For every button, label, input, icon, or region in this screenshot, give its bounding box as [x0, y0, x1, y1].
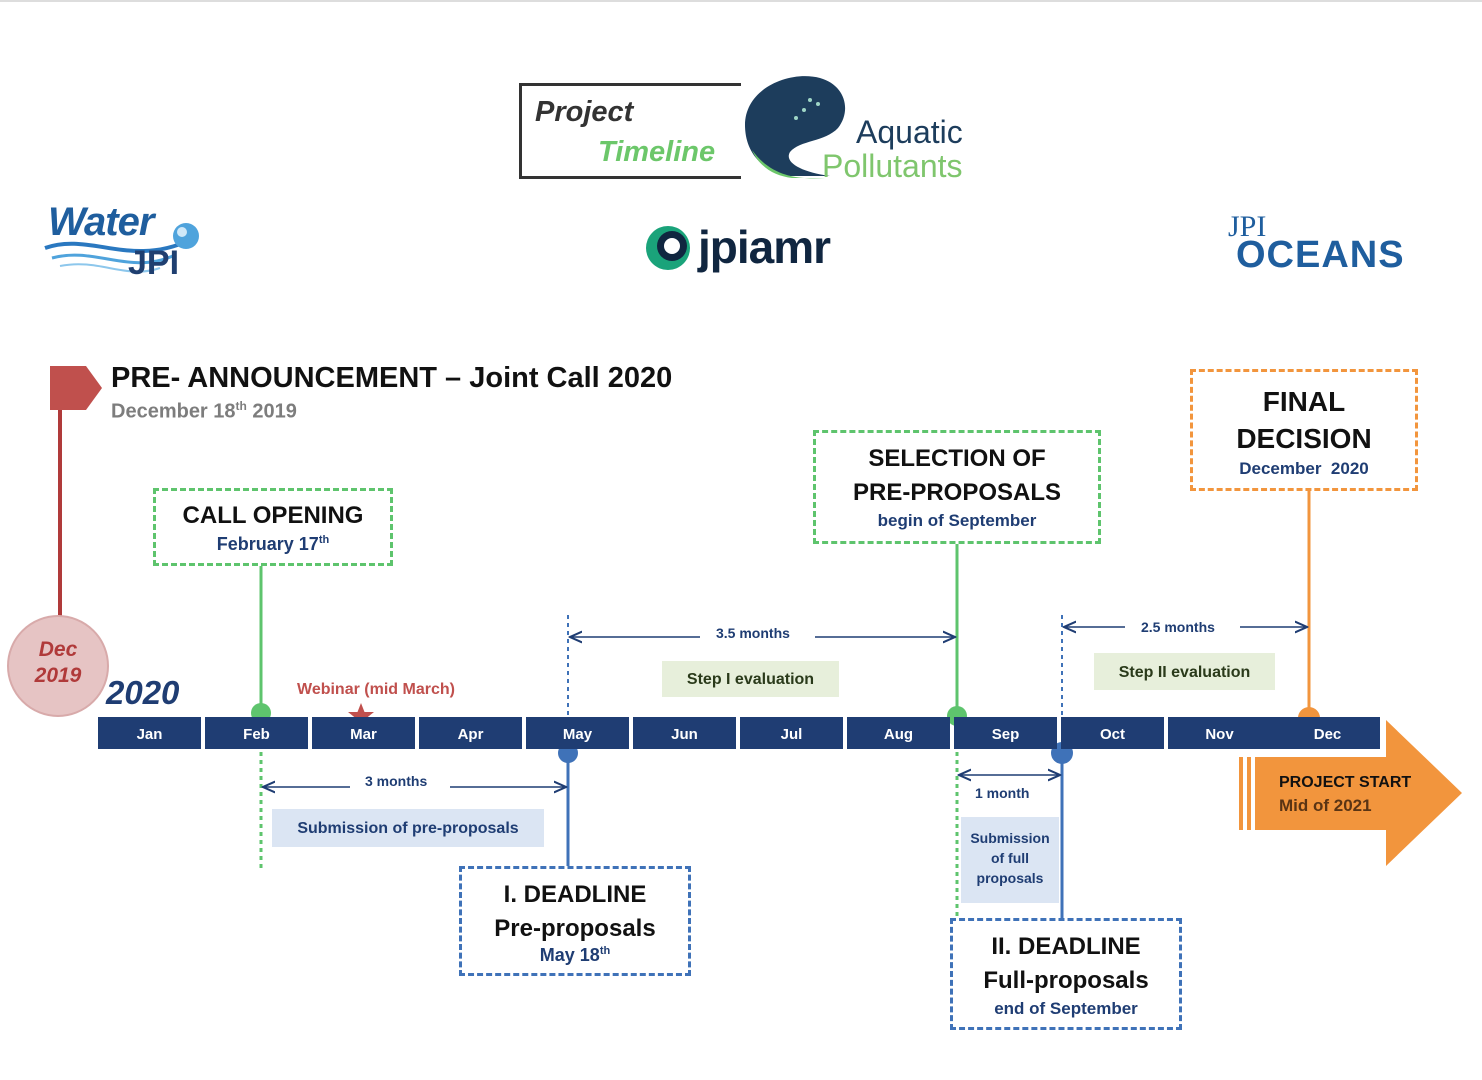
jpiamr-logo-text: jpiamr — [698, 221, 831, 273]
pre-announcement-title: PRE- ANNOUNCEMENT – Joint Call 2020 — [111, 362, 673, 394]
pre-announcement-date: December 18th 2019 — [111, 399, 297, 423]
project-start-title: PROJECT START — [1279, 774, 1412, 791]
aquatic-logo-line1: Aquatic — [856, 114, 963, 150]
duration-3-5-months: 3.5 months — [710, 625, 796, 641]
project-timeline-line1: Project — [535, 96, 634, 128]
project-timeline-line2: Timeline — [598, 136, 716, 168]
submission-full-line2: of full — [990, 850, 1030, 866]
final-decision-date: December 2020 — [1239, 459, 1369, 478]
call-opening-title: CALL OPENING — [182, 502, 364, 529]
duration-1-month: 1 month — [969, 785, 1036, 801]
selection-line1: SELECTION OF — [868, 445, 1046, 472]
step2-evaluation-label: Step II evaluation — [1094, 653, 1275, 690]
water-jpi-logo-line1: Water — [48, 200, 154, 244]
water-jpi-wave-icon — [44, 223, 199, 273]
month-sep: Sep — [954, 717, 1057, 749]
month-may: May — [526, 717, 629, 749]
month-nov: Nov — [1168, 717, 1271, 749]
month-jun: Jun — [633, 717, 736, 749]
month-oct: Oct — [1061, 717, 1164, 749]
duration-2-5-months: 2.5 months — [1135, 619, 1221, 635]
jpi-oceans-logo-line2: OCEANS — [1236, 234, 1405, 276]
dec-marker-year: 2019 — [34, 664, 82, 687]
water-jpi-logo-line2: JPI — [128, 244, 180, 282]
call-opening-box: CALL OPENING February 17th — [153, 488, 393, 566]
aquatic-logo-line2: Pollutants — [822, 148, 963, 184]
final-decision-line2: DECISION — [1236, 423, 1372, 454]
selection-date: begin of September — [877, 511, 1037, 530]
year-label: 2020 — [106, 674, 180, 711]
month-apr: Apr — [419, 717, 522, 749]
call-opening-date: February 17th — [216, 534, 330, 554]
dec-2019-marker: Dec 2019 — [7, 615, 109, 717]
project-start-date: Mid of 2021 — [1279, 796, 1372, 815]
deadline2-title: II. DEADLINE — [991, 933, 1141, 960]
deadline2-subtitle: Full-proposals — [983, 967, 1149, 994]
deadline1-date: May 18th — [539, 945, 611, 965]
submission-pre-proposals-label: Submission of pre-proposals — [272, 809, 544, 847]
month-aug: Aug — [847, 717, 950, 749]
deadline2-box: II. DEADLINE Full-proposals end of Septe… — [950, 918, 1182, 1030]
final-decision-box: FINAL DECISION December 2020 — [1190, 369, 1418, 491]
submission-full-line3: proposals — [976, 870, 1044, 886]
submission-full-line1: Submission — [970, 830, 1050, 846]
flag-icon — [50, 366, 102, 410]
selection-line2: PRE-PROPOSALS — [852, 479, 1062, 506]
month-jan: Jan — [98, 717, 201, 749]
jpiamr-logo-icon — [646, 226, 690, 270]
month-jul: Jul — [740, 717, 843, 749]
final-decision-line1: FINAL — [1262, 386, 1346, 417]
dec-marker-month: Dec — [38, 638, 78, 661]
webinar-label: Webinar (mid March) — [297, 681, 455, 698]
month-dec: Dec — [1275, 717, 1380, 749]
deadline1-title: I. DEADLINE — [503, 881, 647, 908]
duration-3-months: 3 months — [359, 773, 434, 789]
deadline1-box: I. DEADLINE Pre-proposals May 18th — [459, 866, 691, 976]
submission-full-proposals-label: Submission of full proposals — [961, 817, 1059, 903]
deadline1-subtitle: Pre-proposals — [494, 915, 656, 942]
month-feb: Feb — [205, 717, 308, 749]
selection-box: SELECTION OF PRE-PROPOSALS begin of Sept… — [813, 430, 1101, 544]
month-mar: Mar — [312, 717, 415, 749]
deadline2-date: end of September — [994, 999, 1138, 1018]
aquatic-pollutants-swirl-icon — [745, 76, 846, 179]
step1-evaluation-label: Step I evaluation — [662, 661, 839, 697]
jpi-oceans-logo-line1: JPI — [1228, 210, 1267, 243]
project-timeline-frame — [519, 83, 741, 179]
project-start-arrow-icon — [1255, 720, 1462, 866]
